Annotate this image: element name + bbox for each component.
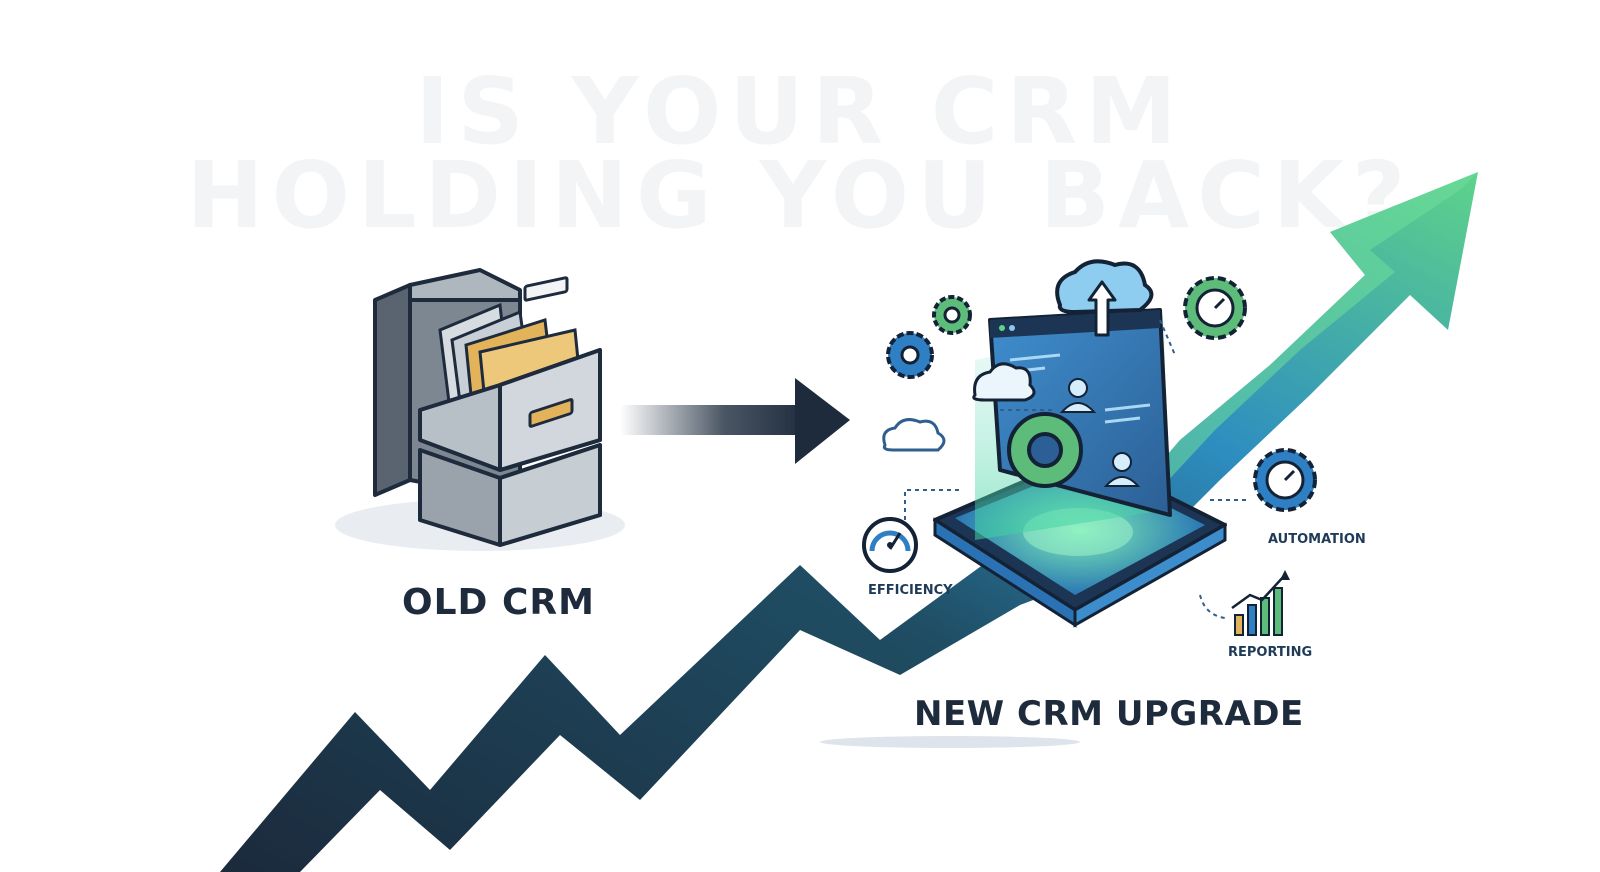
old-crm-label: OLD CRM <box>402 582 595 623</box>
connector-lines <box>904 319 1250 619</box>
efficiency-label: EFFICIENCY <box>868 583 953 598</box>
gear-icon <box>1007 412 1083 488</box>
gear-icon <box>932 295 972 335</box>
new-crm-label: NEW CRM UPGRADE <box>914 694 1304 734</box>
headline-line1: IS YOUR CRM <box>415 58 1185 165</box>
bar-chart-icon <box>1231 570 1290 636</box>
cloud-upload-icon <box>1055 259 1154 337</box>
users-icon <box>1059 378 1141 487</box>
gear-icon <box>886 331 934 379</box>
reporting-label: REPORTING <box>1228 645 1313 660</box>
growth-arrow-icon <box>220 172 1478 872</box>
gear-icon <box>1253 448 1317 512</box>
tablet-dashboard-icon <box>820 308 1227 748</box>
cloud-icon <box>972 362 1036 402</box>
filing-cabinet-icon <box>335 268 625 551</box>
automation-label: AUTOMATION <box>1268 532 1366 547</box>
headline-line2: HOLDING YOU BACK? <box>186 142 1414 249</box>
speedometer-icon <box>862 517 918 573</box>
cloud-icon <box>882 418 946 452</box>
gear-icon <box>1183 276 1247 340</box>
transition-arrow-icon <box>620 378 850 464</box>
